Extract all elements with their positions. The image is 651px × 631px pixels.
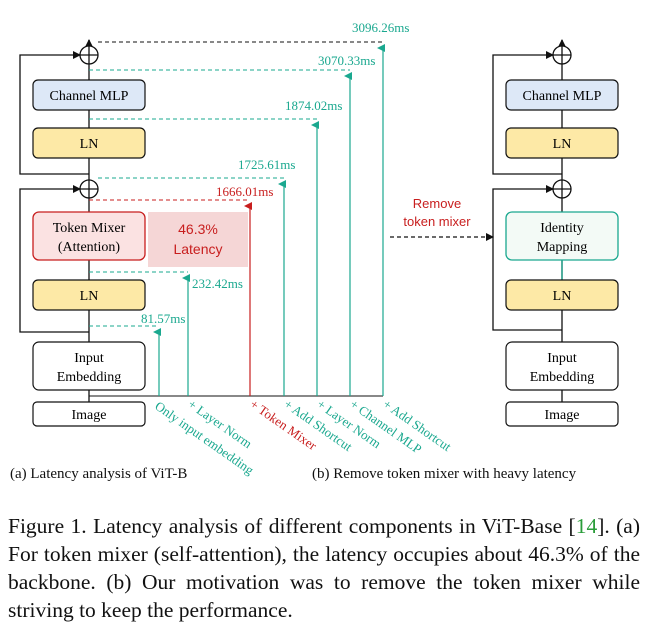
- remove-arrow: Remove token mixer: [390, 196, 494, 241]
- token-mixer-label-2: (Attention): [58, 240, 121, 255]
- timing-shortcut-2: 3096.26ms: [352, 20, 409, 35]
- figure-caption: Figure 1. Latency analysis of different …: [8, 512, 640, 624]
- input-embedding-label-b-2: Embedding: [530, 370, 595, 385]
- skip-connection-upper: [19, 51, 89, 175]
- citation-link[interactable]: 14: [575, 514, 598, 538]
- panel-b: Channel MLP LN Identity Mapping LN Input…: [492, 39, 619, 427]
- input-embedding-label-1: Input: [74, 351, 104, 366]
- add-circle-lower: [79, 179, 99, 199]
- panel-a: Channel MLP LN Token Mixer (Attention) L…: [19, 20, 454, 478]
- ln-bottom-label-b: LN: [553, 289, 572, 304]
- add-circle-b-lower: [552, 179, 572, 199]
- ln-bottom-block: [32, 279, 146, 311]
- image-label-b: Image: [545, 408, 580, 423]
- panel-a-caption: (a) Latency analysis of ViT-B: [10, 466, 188, 482]
- latency-figure: Channel MLP LN Token Mixer (Attention) L…: [19, 20, 619, 478]
- ln-top-block-b: [505, 127, 619, 159]
- ln-bottom-block-b: [505, 279, 619, 311]
- channel-mlp-label-b: Channel MLP: [523, 89, 602, 104]
- add-circle-b-upper: [552, 45, 572, 65]
- ln-top-block: [32, 127, 146, 159]
- channel-mlp-block: [32, 79, 146, 111]
- input-embedding-label-2: Embedding: [57, 370, 122, 385]
- channel-mlp-block-b: [505, 79, 619, 111]
- identity-label-2: Mapping: [537, 240, 588, 255]
- token-mixer-block: [32, 211, 146, 261]
- ln-top-label-b: LN: [553, 137, 572, 152]
- add-circle-upper: [79, 45, 99, 65]
- latency-percent: 46.3%: [178, 221, 218, 237]
- input-embedding-label-b-1: Input: [547, 351, 577, 366]
- image-block: [32, 401, 146, 427]
- latency-word: Latency: [173, 241, 222, 257]
- timing-input: 81.57ms: [141, 311, 185, 326]
- channel-mlp-label: Channel MLP: [50, 89, 129, 104]
- timing-shortcut: 1725.61ms: [238, 157, 295, 172]
- panel-b-caption: (b) Remove token mixer with heavy latenc…: [312, 466, 577, 482]
- caption-prefix: Figure 1. Latency analysis of different …: [8, 514, 576, 538]
- timing-channel-mlp: 3070.33ms: [318, 53, 375, 68]
- image-label: Image: [72, 408, 107, 423]
- timing-token-mixer: 1666.01ms: [216, 184, 273, 199]
- skip-connection-lower: [19, 185, 89, 333]
- input-embedding-block-b: [505, 341, 619, 391]
- remove-label-2: token mixer: [403, 214, 471, 229]
- remove-label-1: Remove: [413, 196, 461, 211]
- ln-bottom-label: LN: [80, 289, 99, 304]
- timing-layernorm-2: 1874.02ms: [285, 98, 342, 113]
- latency-highlight: [148, 212, 248, 267]
- ln-top-label: LN: [80, 137, 99, 152]
- image-block-b: [505, 401, 619, 427]
- input-embedding-block: [32, 341, 146, 391]
- timing-layernorm: 232.42ms: [192, 276, 243, 291]
- caption-suffix: ]. (a) For token mixer (self-attention),…: [8, 514, 640, 622]
- identity-label-1: Identity: [540, 221, 584, 236]
- token-mixer-label-1: Token Mixer: [53, 221, 126, 236]
